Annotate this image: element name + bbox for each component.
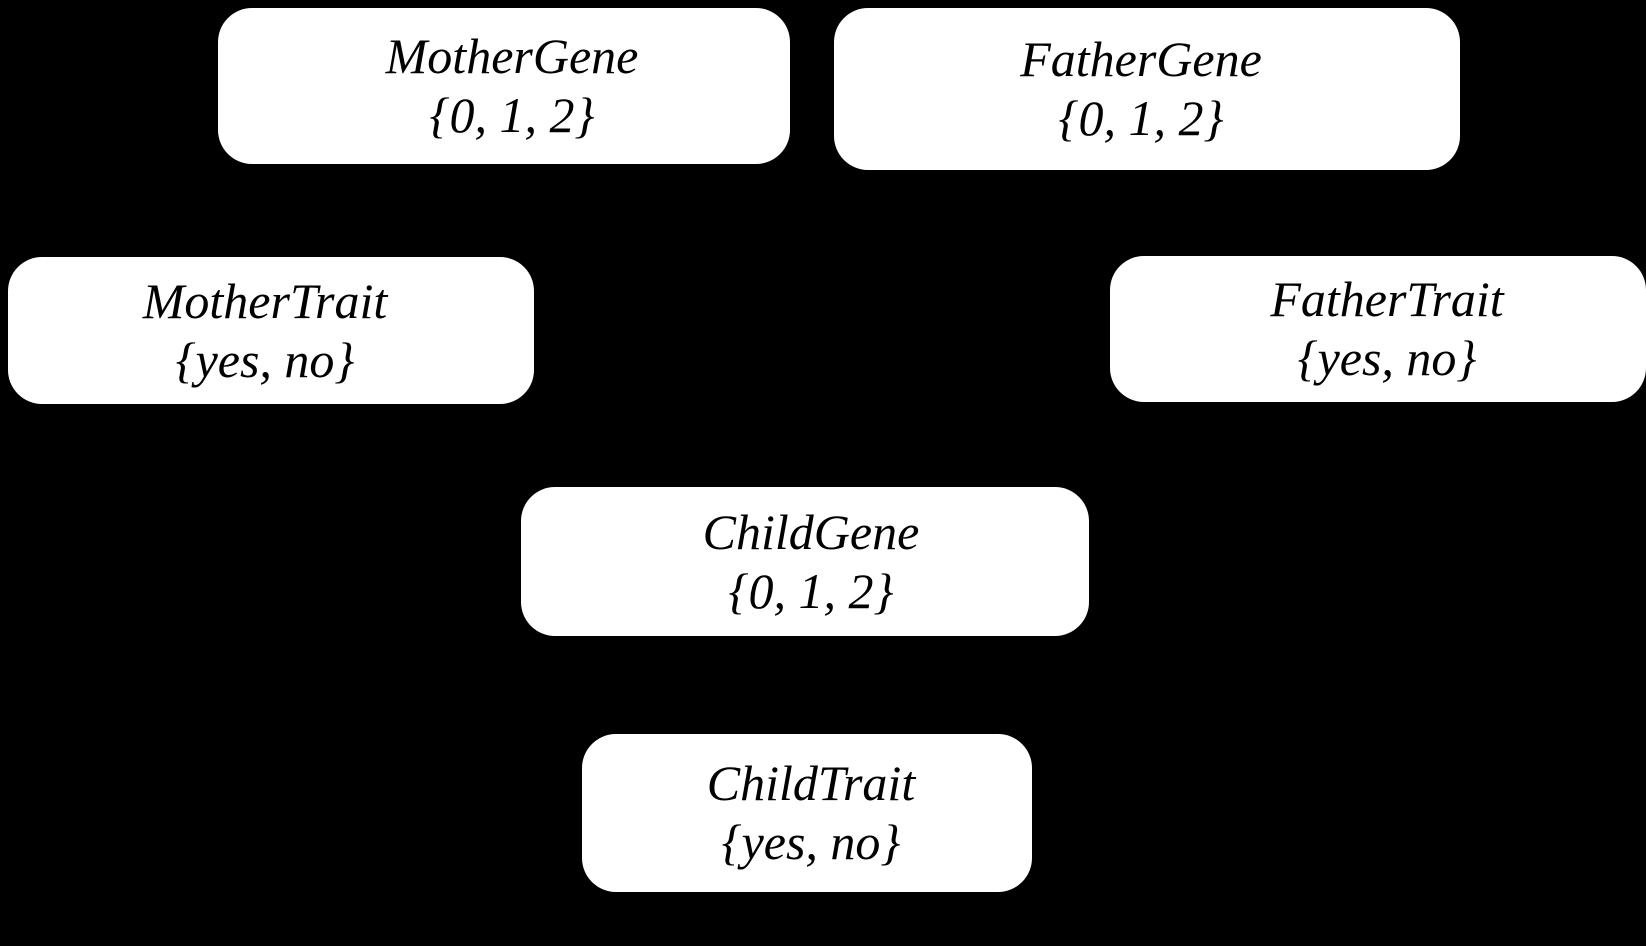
- node-father-trait-label: FatherTrait: [1270, 271, 1504, 327]
- node-mother-gene[interactable]: MotherGene {0, 1, 2}: [218, 8, 790, 164]
- node-mother-trait-label: MotherTrait: [142, 272, 388, 329]
- node-father-gene-label: FatherGene: [1020, 31, 1262, 87]
- node-mother-gene-label: MotherGene: [385, 28, 639, 84]
- node-mother-trait-domain: {yes, no}: [175, 331, 355, 388]
- node-father-gene[interactable]: FatherGene {0, 1, 2}: [834, 8, 1460, 170]
- node-father-trait[interactable]: FatherTrait {yes, no}: [1110, 256, 1646, 402]
- node-child-gene-label: ChildGene: [702, 503, 920, 560]
- node-father-trait-domain: {yes, no}: [1297, 330, 1477, 386]
- node-mother-trait[interactable]: MotherTrait {yes, no}: [8, 257, 534, 404]
- node-father-gene-domain: {0, 1, 2}: [1058, 90, 1224, 146]
- node-child-trait-domain: {yes, no}: [721, 814, 901, 870]
- node-child-gene-domain: {0, 1, 2}: [728, 562, 894, 619]
- node-child-trait-label: ChildTrait: [706, 755, 916, 811]
- node-child-gene[interactable]: ChildGene {0, 1, 2}: [521, 487, 1089, 636]
- node-child-trait[interactable]: ChildTrait {yes, no}: [582, 734, 1032, 892]
- node-mother-gene-domain: {0, 1, 2}: [429, 87, 595, 143]
